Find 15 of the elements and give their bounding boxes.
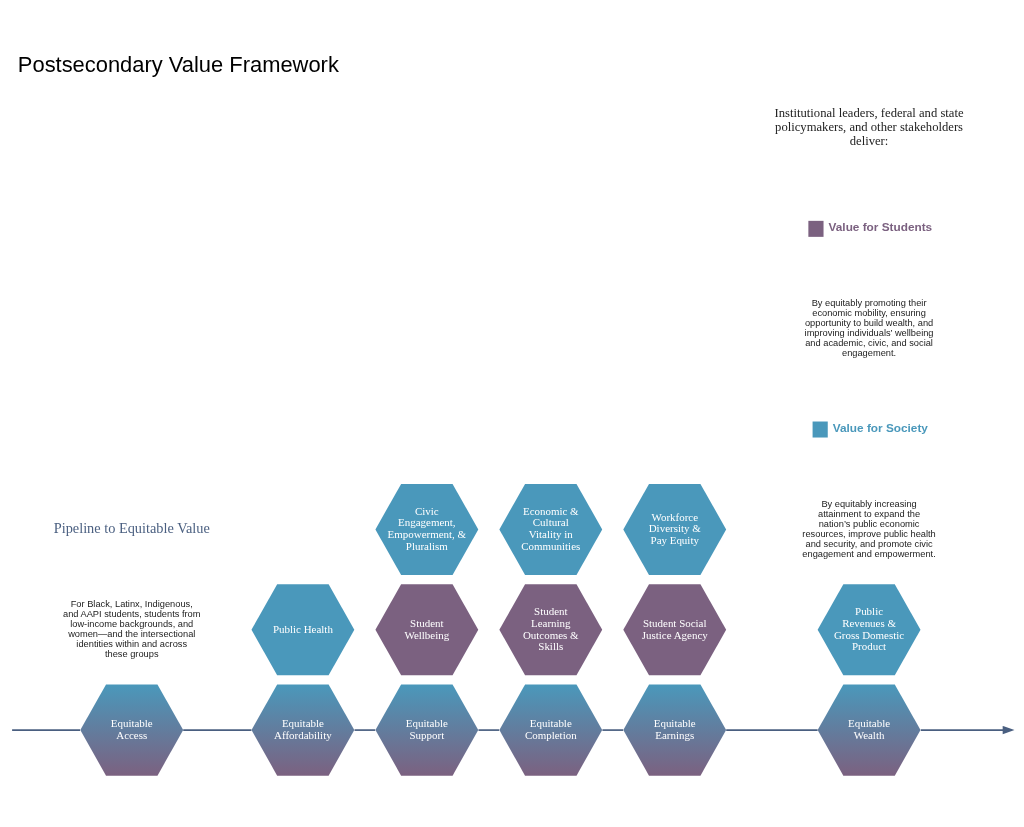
label: By equitably promoting their economic mobility, ensuring opportunity to build wealth, and improving individuals’ wellbeing and academic, civic, and social engagement. [804,297,934,359]
label: By equitably increasing attainment to expand the nation’s public economic resources, improve public health and security, and promote civic engagement and empowerment. [802,498,936,560]
connector [11,729,81,731]
connector [182,729,253,731]
arrow [919,725,1015,735]
label: For Black, Latinx, Indigenous, and AAPI students, students from low-income backgrounds, and women—and the intersectional identities within and across these groups [62,598,201,660]
diagram-title: Postsecondary Value Framework [17,52,339,78]
connector [353,729,377,731]
connector [725,729,819,731]
connector [601,729,624,731]
connector [477,729,500,731]
label: Institutional leaders, federal and state policymakers, and other stakeholders deliver: [774,105,964,149]
legend-label: Value for Students [828,220,933,235]
label: Pipeline to Equitable Value [53,519,210,536]
legend-label: Value for Society [832,420,928,435]
